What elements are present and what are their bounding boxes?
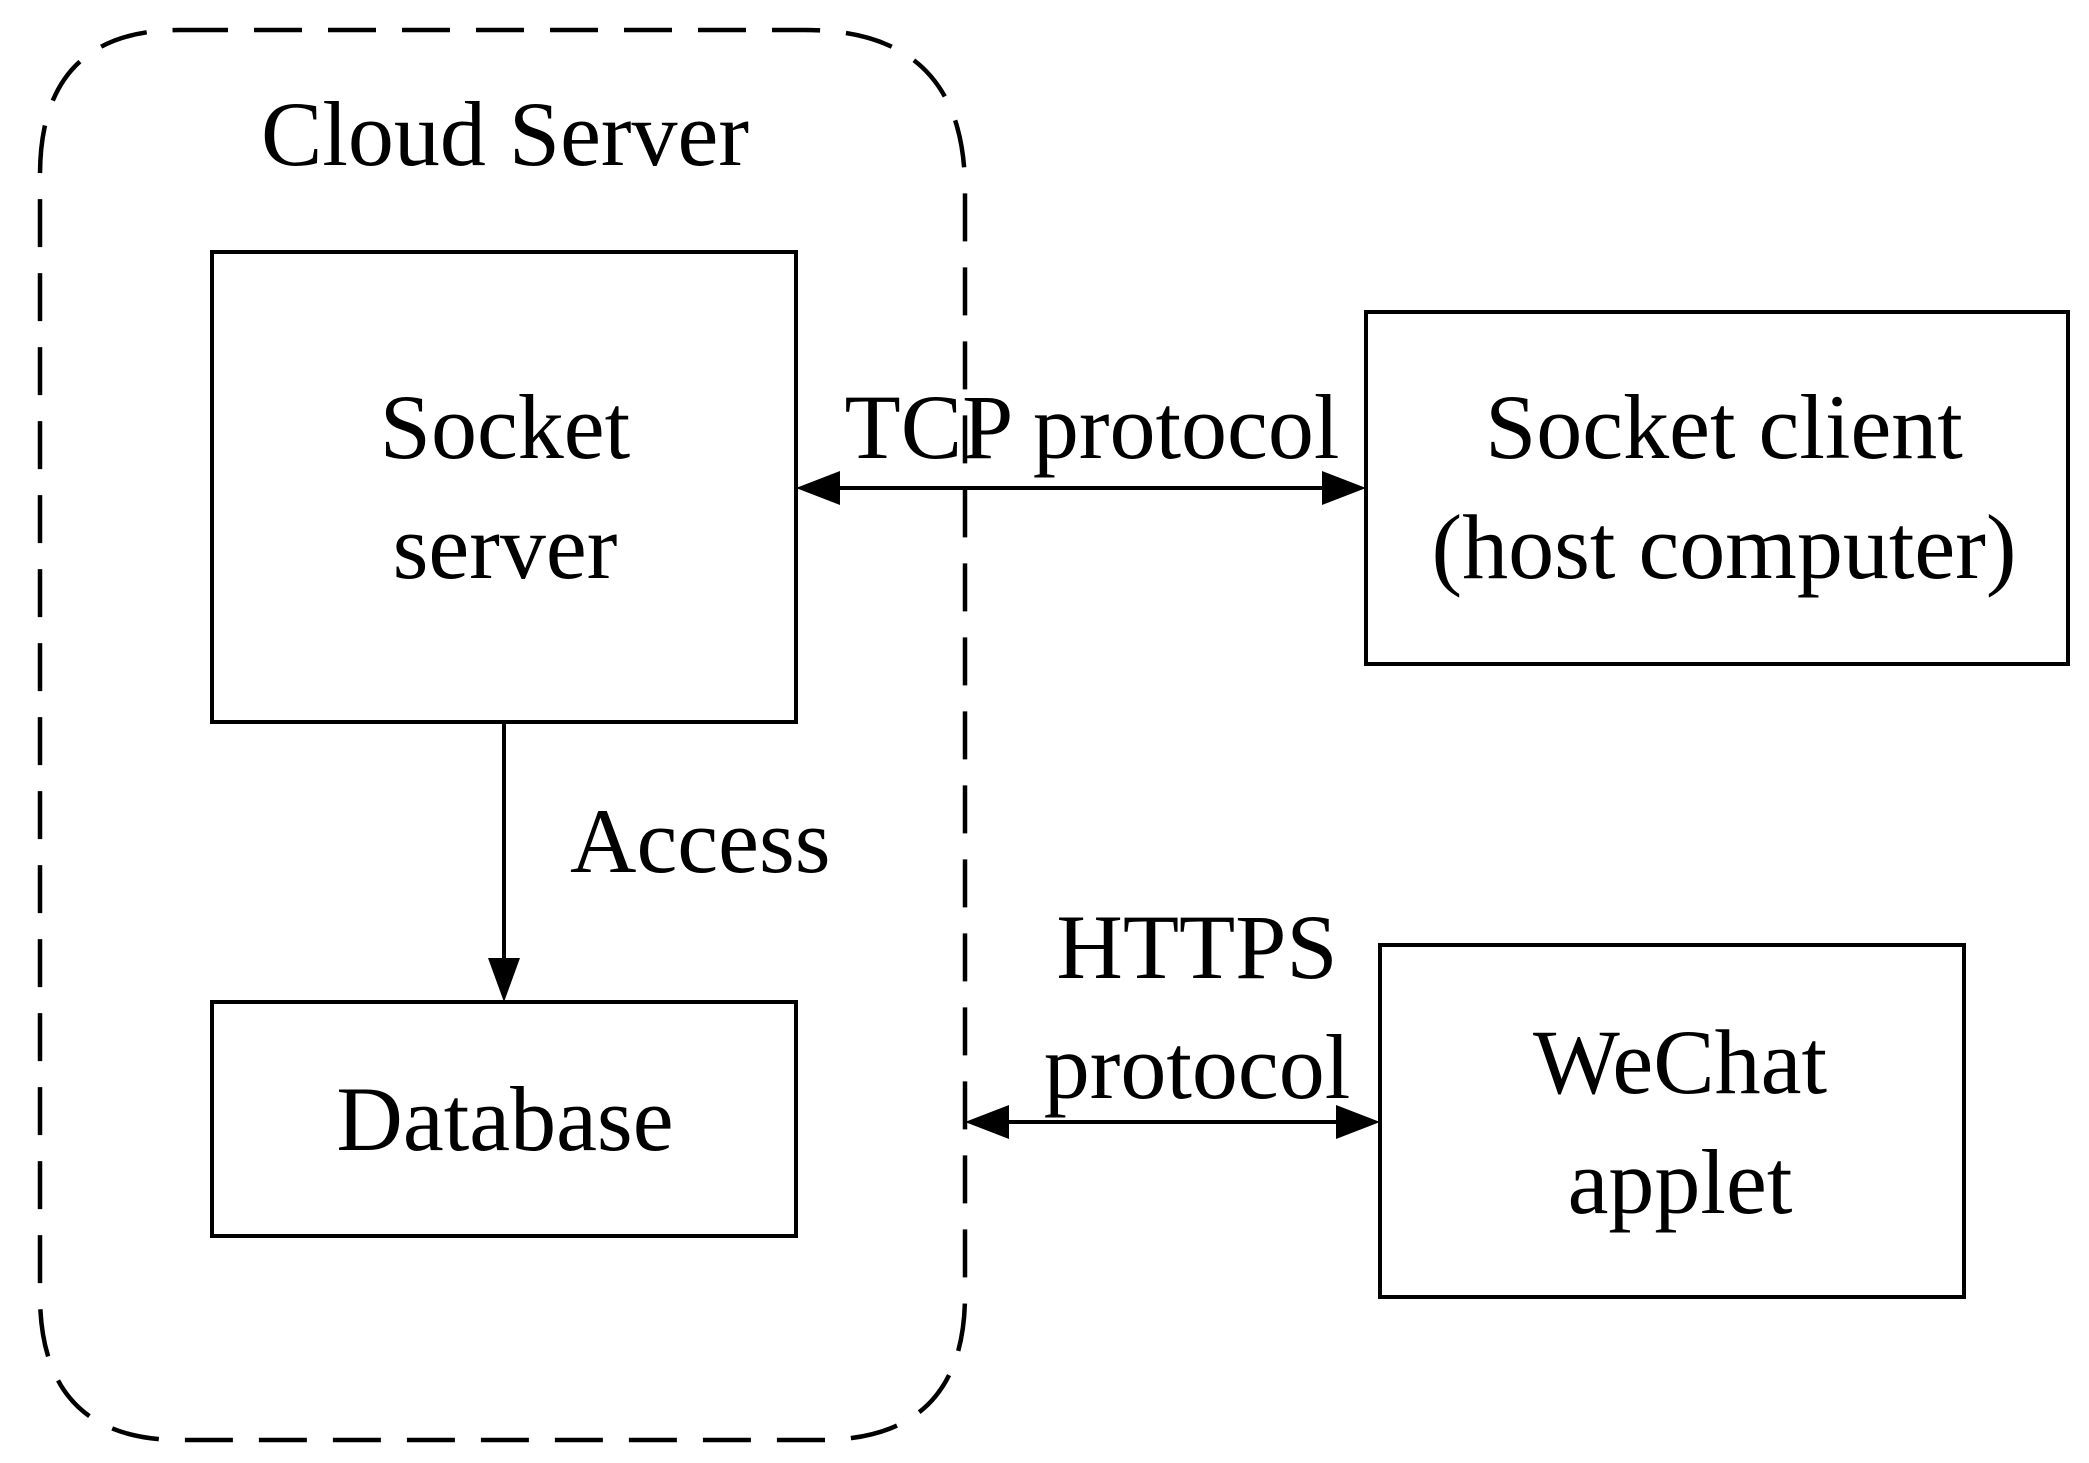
tcp-arrowhead-right: [1322, 471, 1366, 505]
https-arrowhead-left: [965, 1105, 1009, 1139]
cloud-server-title: Cloud Server: [261, 83, 749, 185]
https-arrowhead-right: [1336, 1105, 1380, 1139]
cloud-server-boundary: [37, 27, 968, 1443]
wechat-applet-label-line1: WeChat: [1533, 1011, 1827, 1113]
https-protocol-label-line1: HTTPS: [1056, 896, 1337, 998]
wechat-applet-node: WeChat applet: [1378, 943, 1966, 1299]
socket-server-node: Socket server: [210, 250, 798, 724]
tcp-arrowhead-left: [796, 471, 840, 505]
database-node: Database: [210, 1000, 798, 1238]
socket-server-box: [210, 250, 798, 724]
tcp-edge: TCP protocol: [796, 376, 1366, 505]
cloud-server-group: Cloud Server: [37, 27, 968, 1443]
access-label: Access: [570, 790, 831, 892]
socket-server-label-line2: server: [393, 496, 618, 598]
wechat-applet-label-line2: applet: [1568, 1131, 1793, 1233]
https-edge: HTTPS protocol: [965, 896, 1380, 1139]
access-edge: Access: [488, 722, 831, 1002]
database-label: Database: [336, 1068, 673, 1170]
socket-client-node: Socket client (host computer): [1364, 310, 2070, 666]
access-arrowhead: [488, 958, 520, 1002]
wechat-applet-box: [1378, 943, 1966, 1299]
socket-client-label-line2: (host computer): [1431, 496, 2016, 598]
socket-client-label-line1: Socket client: [1485, 376, 1963, 478]
socket-client-box: [1364, 310, 2070, 666]
https-protocol-label-line2: protocol: [1044, 1016, 1351, 1118]
socket-server-label-line1: Socket: [380, 376, 631, 478]
tcp-protocol-label: TCP protocol: [845, 376, 1340, 478]
